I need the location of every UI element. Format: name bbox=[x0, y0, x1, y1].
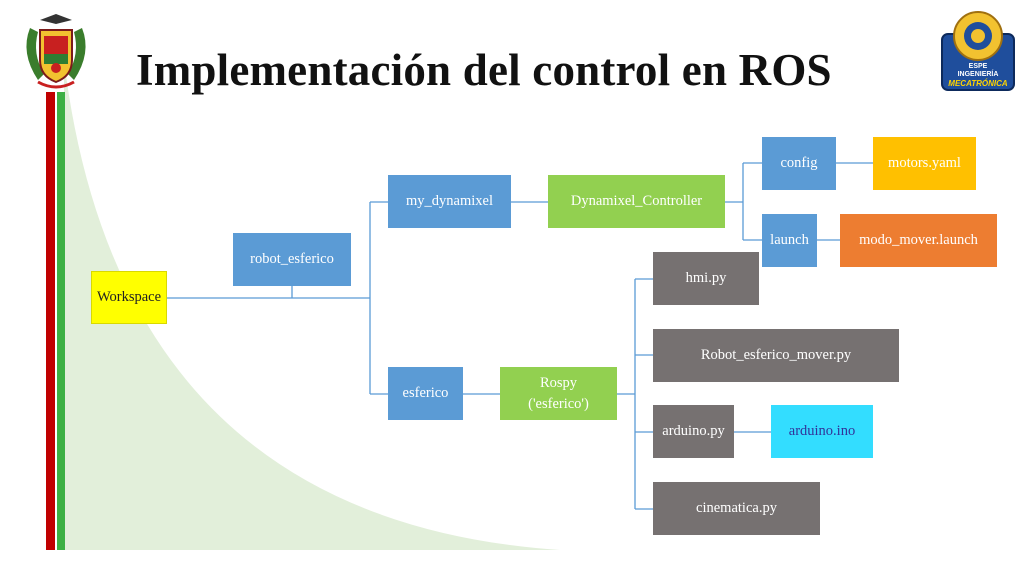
node-hmi-py: hmi.py bbox=[653, 252, 759, 305]
logo-text-espe: ESPE bbox=[968, 63, 988, 70]
node-label: modo_mover.launch bbox=[859, 232, 978, 249]
slide-title: Implementación del control en ROS bbox=[136, 45, 832, 95]
node-label: hmi.py bbox=[685, 270, 727, 287]
node-dynamixel-controller: Dynamixel_Controller bbox=[548, 175, 725, 228]
node-cinematica-py: cinematica.py bbox=[653, 482, 820, 535]
node-label: robot_esferico bbox=[250, 251, 334, 268]
logo-text-ingenieria: INGENIERÍA bbox=[957, 71, 999, 78]
node-label-line1: Rospy bbox=[539, 375, 578, 392]
node-motors-yaml: motors.yaml bbox=[873, 137, 976, 190]
node-label: launch bbox=[770, 232, 809, 249]
node-label: my_dynamixel bbox=[406, 193, 493, 210]
node-my-dynamixel: my_dynamixel bbox=[388, 175, 511, 228]
gear-emblem-icon bbox=[941, 11, 1015, 91]
node-config: config bbox=[762, 137, 836, 190]
node-rospy: Rospy ('esferico') bbox=[500, 367, 617, 420]
curved-shade bbox=[64, 60, 560, 550]
node-launch: launch bbox=[762, 214, 817, 267]
node-label: config bbox=[780, 155, 818, 172]
node-workspace: Workspace bbox=[91, 271, 167, 324]
node-label: esferico bbox=[402, 385, 449, 402]
node-modo-mover-launch: modo_mover.launch bbox=[840, 214, 997, 267]
node-arduino-py: arduino.py bbox=[653, 405, 734, 458]
logo-text-mecatronica: MECATRÓNICA bbox=[948, 79, 1008, 88]
node-label: Dynamixel_Controller bbox=[570, 193, 703, 210]
node-esferico: esferico bbox=[388, 367, 463, 420]
node-label: cinematica.py bbox=[696, 500, 777, 517]
node-label: arduino.py bbox=[662, 423, 725, 440]
node-label: Workspace bbox=[96, 289, 162, 306]
green-stripe bbox=[57, 92, 65, 550]
node-robot-esferico: robot_esferico bbox=[233, 233, 351, 286]
coat-of-arms-logo bbox=[26, 14, 86, 89]
node-label: Robot_esferico_mover.py bbox=[700, 347, 852, 364]
node-label: arduino.ino bbox=[788, 423, 856, 440]
node-arduino-ino: arduino.ino bbox=[771, 405, 873, 458]
node-robot-esferico-mover-py: Robot_esferico_mover.py bbox=[653, 329, 899, 382]
node-label-line2: ('esferico') bbox=[528, 395, 589, 412]
red-stripe bbox=[46, 92, 55, 550]
node-label: motors.yaml bbox=[888, 155, 961, 172]
espe-mecatronica-logo: ESPE INGENIERÍA MECATRÓNICA bbox=[940, 6, 1016, 92]
